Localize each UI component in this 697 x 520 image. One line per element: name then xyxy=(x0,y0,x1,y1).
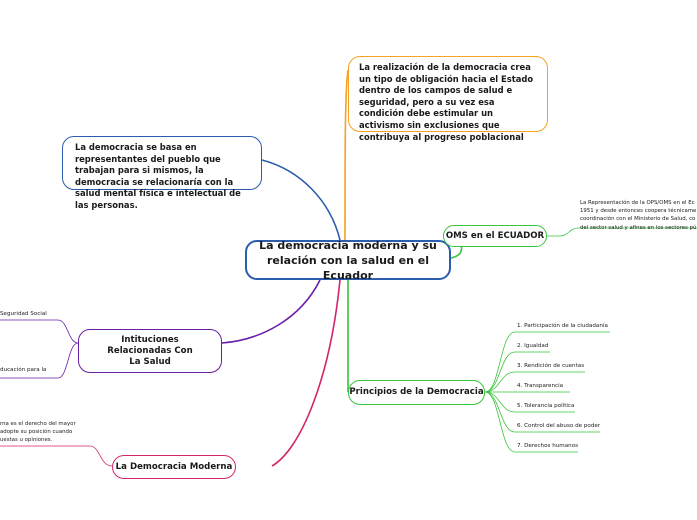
oms-description[interactable]: La Representación de la OPS/OMS en el Ec… xyxy=(580,200,697,231)
topic-principios[interactable]: Principios de la Democracia xyxy=(348,380,485,405)
inst-item[interactable]: ducación para la xyxy=(0,367,47,373)
central-topic[interactable]: La democracia moderna y su relación con … xyxy=(245,238,451,282)
principle-item[interactable]: 7. Derechos humanos xyxy=(517,443,579,449)
topic-top-left[interactable]: La democracia se basa en representantes … xyxy=(62,136,262,210)
link-instituciones xyxy=(221,279,321,344)
topic-top-right-text: La realización de la democracia crea un … xyxy=(359,62,534,142)
topic-instituciones-label: Intituciones Relacionadas Con La Salud xyxy=(107,334,193,367)
principles-branches xyxy=(484,331,610,453)
topic-oms[interactable]: OMS en el ECUADOR xyxy=(443,225,547,247)
topic-top-left-text: La democracia se basa en representantes … xyxy=(75,142,241,210)
central-topic-text: La democracia moderna y su relación con … xyxy=(259,238,437,282)
principle-item[interactable]: 2. Igualdad xyxy=(517,343,549,349)
topic-moderna[interactable]: La Democracia Moderna xyxy=(112,455,236,479)
link-top-right xyxy=(344,69,349,241)
topic-principios-label: Principios de la Democracia xyxy=(349,387,484,397)
topic-top-right[interactable]: La realización de la democracia crea un … xyxy=(348,56,548,142)
topic-moderna-label: La Democracia Moderna xyxy=(115,461,233,472)
principle-item[interactable]: 4. Transparencia xyxy=(517,383,564,389)
principle-item[interactable]: 1. Participación de la ciudadanía xyxy=(517,323,608,329)
link-top-left xyxy=(261,159,341,241)
inst-branches xyxy=(0,319,79,379)
topic-oms-label: OMS en el ECUADOR xyxy=(445,230,545,241)
link-moderna xyxy=(271,279,341,467)
link-oms-leaf xyxy=(546,227,697,237)
principle-item[interactable]: 5. Tolerancia política xyxy=(517,403,575,409)
principle-item[interactable]: 6. Control del abuso de poder xyxy=(517,423,601,429)
principle-item[interactable]: 3. Rendición de cuentas xyxy=(517,363,585,369)
inst-item[interactable]: Seguridad Social xyxy=(0,311,47,317)
topic-instituciones[interactable]: Intituciones Relacionadas Con La Salud xyxy=(78,329,222,373)
moderna-branch xyxy=(0,445,113,467)
moderna-description[interactable]: rna es el derecho del mayor adopte su po… xyxy=(0,421,76,444)
